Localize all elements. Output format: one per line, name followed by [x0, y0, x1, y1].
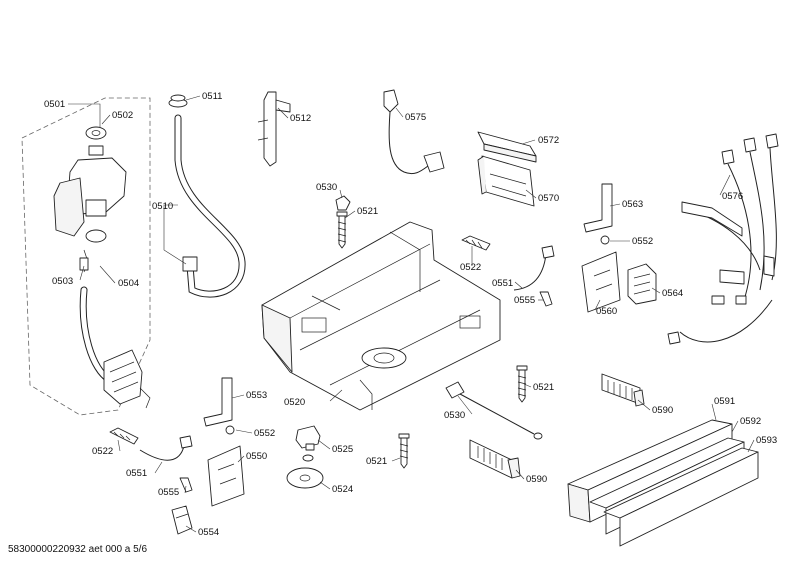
inlet-valve-assembly — [53, 126, 127, 273]
callout-0552-lower: 0552 — [254, 428, 275, 439]
guide-rod — [445, 381, 543, 440]
callout-0521-middle: 0521 — [533, 382, 554, 393]
callout-0512: 0512 — [290, 113, 311, 124]
drain-hose — [168, 94, 246, 298]
hose-holder-bracket — [257, 91, 291, 167]
callout-labels: 0501 0502 0503 0504 0510 0511 0512 0575 … — [44, 91, 777, 538]
callout-0554: 0554 — [198, 527, 219, 538]
callout-0550: 0550 — [246, 451, 267, 462]
callout-0530-upper: 0530 — [316, 182, 337, 193]
hinge-plate-left — [207, 445, 245, 507]
callout-0511: 0511 — [202, 91, 222, 102]
screw-lower — [398, 433, 410, 469]
callout-0590-lower: 0590 — [526, 474, 547, 485]
clip-upper — [539, 291, 553, 307]
base-frame — [261, 221, 501, 411]
cable-link-upper — [513, 245, 555, 291]
callout-0563: 0563 — [622, 199, 643, 210]
callout-0555-upper: 0555 — [514, 295, 535, 306]
callout-0524: 0524 — [332, 484, 353, 495]
callout-0560: 0560 — [596, 306, 617, 317]
hinge-plate-right — [581, 251, 621, 313]
callout-0552-upper: 0552 — [632, 236, 653, 247]
panel-cover — [477, 131, 537, 163]
document-id: 58300000220932 aet 000 a 5/6 — [8, 544, 147, 555]
wiring-harness — [667, 133, 779, 345]
callout-0501: 0501 — [44, 99, 65, 110]
callout-0572: 0572 — [538, 135, 559, 146]
callout-0590-upper: 0590 — [652, 405, 673, 416]
small-holder — [295, 425, 321, 451]
spring-upper — [461, 235, 491, 251]
callout-0520: 0520 — [284, 397, 305, 408]
callout-0504: 0504 — [118, 278, 139, 289]
hinge-bracket-small — [171, 505, 193, 535]
callout-0530-lower: 0530 — [444, 410, 465, 421]
callout-0510: 0510 — [152, 201, 173, 212]
callout-0576: 0576 — [722, 191, 743, 202]
callout-0522-lower: 0522 — [92, 446, 113, 457]
inlet-hose-fitting — [103, 349, 151, 409]
callout-0591: 0591 — [714, 396, 735, 407]
vent-grille-upper — [601, 373, 645, 407]
callout-0555-lower: 0555 — [158, 487, 179, 498]
clip-lower — [179, 477, 193, 493]
disc — [286, 454, 324, 489]
callout-0503: 0503 — [52, 276, 73, 287]
screw-middle — [516, 365, 528, 403]
callout-0564: 0564 — [662, 288, 683, 299]
connector-block — [627, 263, 657, 305]
callout-0593: 0593 — [756, 435, 777, 446]
control-housing — [477, 155, 535, 207]
kick-panel-rear — [603, 447, 759, 547]
callout-0570: 0570 — [538, 193, 559, 204]
callout-0521-upper: 0521 — [357, 206, 378, 217]
screw-upper — [336, 211, 348, 249]
hinge-upper — [583, 183, 613, 245]
callout-0551-lower: 0551 — [126, 468, 147, 479]
nut — [335, 195, 351, 211]
cable-link-lower — [139, 435, 193, 461]
callout-0502: 0502 — [112, 110, 133, 121]
vent-grille-lower — [469, 439, 521, 479]
spring-lower — [109, 427, 139, 445]
leader-lines — [68, 95, 755, 533]
sensor-cable — [383, 89, 445, 175]
callout-0592: 0592 — [740, 416, 761, 427]
callout-0553: 0553 — [246, 390, 267, 401]
callout-0522-upper: 0522 — [460, 262, 481, 273]
callout-0525: 0525 — [332, 444, 353, 455]
callout-0575: 0575 — [405, 112, 426, 123]
hinge-lower — [203, 377, 235, 435]
callout-0551-upper: 0551 — [492, 278, 513, 289]
callout-0521-lower: 0521 — [366, 456, 387, 467]
